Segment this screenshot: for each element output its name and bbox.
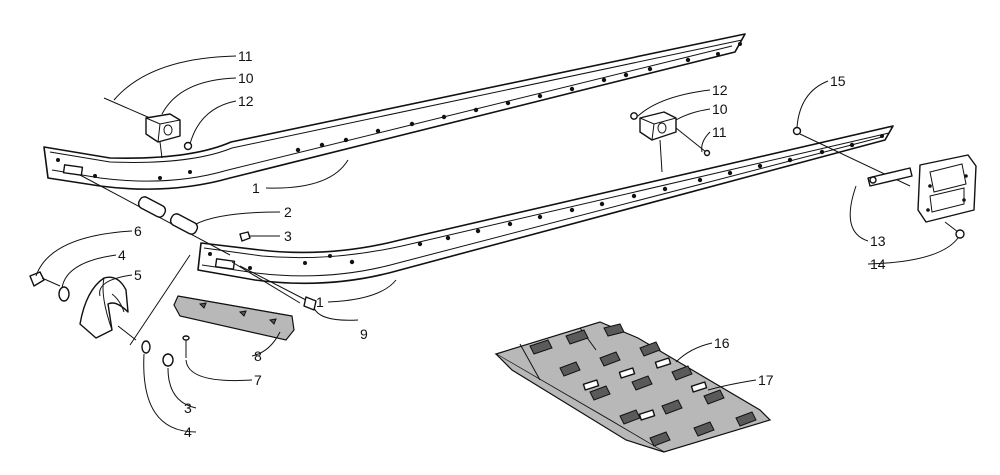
slide-rail-right bbox=[197, 125, 894, 285]
wear-strip-8 bbox=[173, 295, 295, 341]
label-10-right: 10 bbox=[712, 101, 728, 117]
label-16: 16 bbox=[714, 335, 730, 351]
label-1-lower: 1 bbox=[316, 294, 324, 310]
label-12-left: 12 bbox=[238, 93, 254, 109]
axis-line-bolt9 bbox=[231, 261, 301, 304]
rail-holes-right bbox=[208, 134, 884, 270]
axis-line-front bbox=[129, 254, 191, 346]
mount-block-left bbox=[103, 97, 193, 159]
nut-15 bbox=[792, 126, 802, 136]
label-11-right: 11 bbox=[712, 124, 727, 140]
track-16 bbox=[494, 321, 772, 453]
screw-7 bbox=[182, 335, 190, 358]
label-7: 7 bbox=[254, 372, 262, 388]
mount-block-right bbox=[630, 111, 711, 173]
label-4-bottom: 4 bbox=[184, 424, 192, 440]
label-3-top: 3 bbox=[284, 228, 292, 244]
rail-holes-left bbox=[56, 42, 742, 180]
bumper-5 bbox=[79, 276, 129, 339]
callout-labels: 11 10 12 12 10 11 15 1 1 2 3 6 4 5 9 8 7… bbox=[118, 48, 886, 440]
rear-end-plate bbox=[917, 154, 977, 223]
label-2: 2 bbox=[284, 204, 292, 220]
nut-3-top bbox=[239, 231, 251, 242]
label-8: 8 bbox=[254, 348, 262, 364]
label-14: 14 bbox=[870, 256, 886, 272]
label-4-top: 4 bbox=[118, 247, 126, 263]
washer-4-front bbox=[58, 286, 70, 302]
nut-3-front bbox=[162, 353, 174, 367]
washer-4-rear bbox=[141, 340, 151, 354]
label-9: 9 bbox=[360, 326, 368, 342]
label-5: 5 bbox=[134, 267, 142, 283]
rear-spacer bbox=[867, 167, 913, 187]
cross-shaft bbox=[79, 174, 231, 256]
bolt-9 bbox=[239, 265, 317, 311]
leader-lines bbox=[35, 55, 959, 433]
label-15: 15 bbox=[830, 73, 846, 89]
label-13: 13 bbox=[870, 233, 886, 249]
label-10-left: 10 bbox=[238, 70, 254, 86]
label-1-upper: 1 bbox=[252, 180, 260, 196]
label-17: 17 bbox=[758, 372, 774, 388]
bolt-6 bbox=[29, 271, 61, 287]
label-6: 6 bbox=[134, 223, 142, 239]
label-11-left: 11 bbox=[238, 48, 253, 64]
bolt-14 bbox=[944, 221, 965, 239]
label-3-bottom: 3 bbox=[184, 400, 192, 416]
label-12-right: 12 bbox=[712, 82, 728, 98]
track-clips-17 bbox=[582, 357, 708, 421]
slide-rail-left bbox=[43, 33, 746, 190]
